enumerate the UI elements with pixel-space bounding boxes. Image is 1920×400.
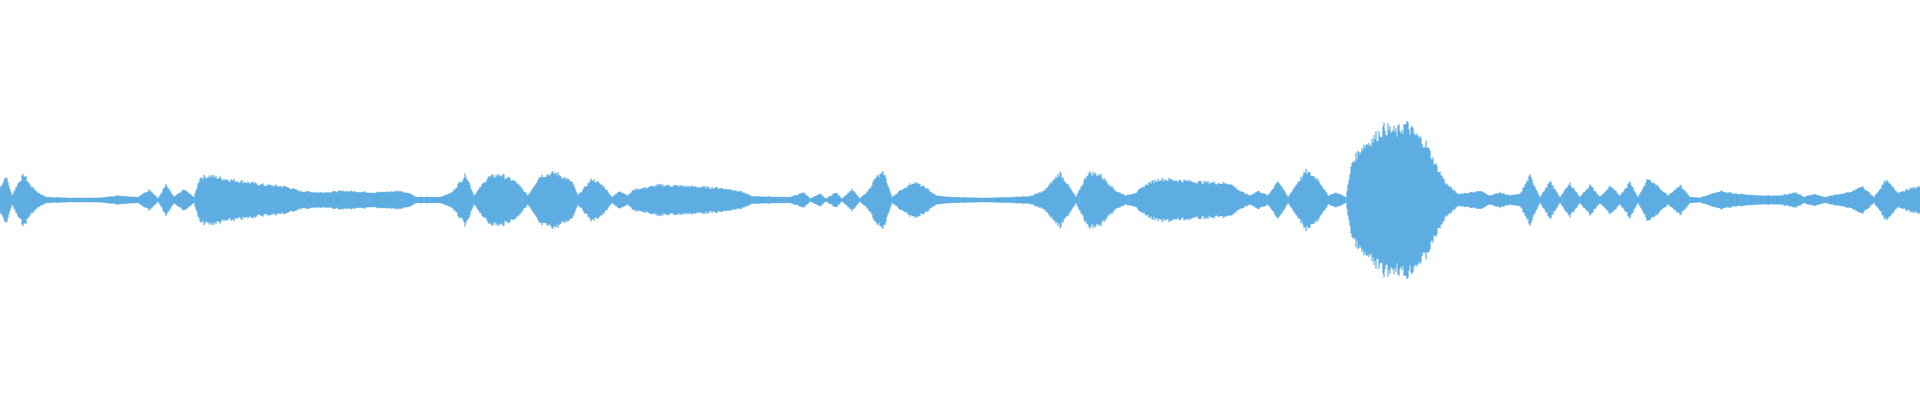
waveform-path [0, 121, 1920, 279]
